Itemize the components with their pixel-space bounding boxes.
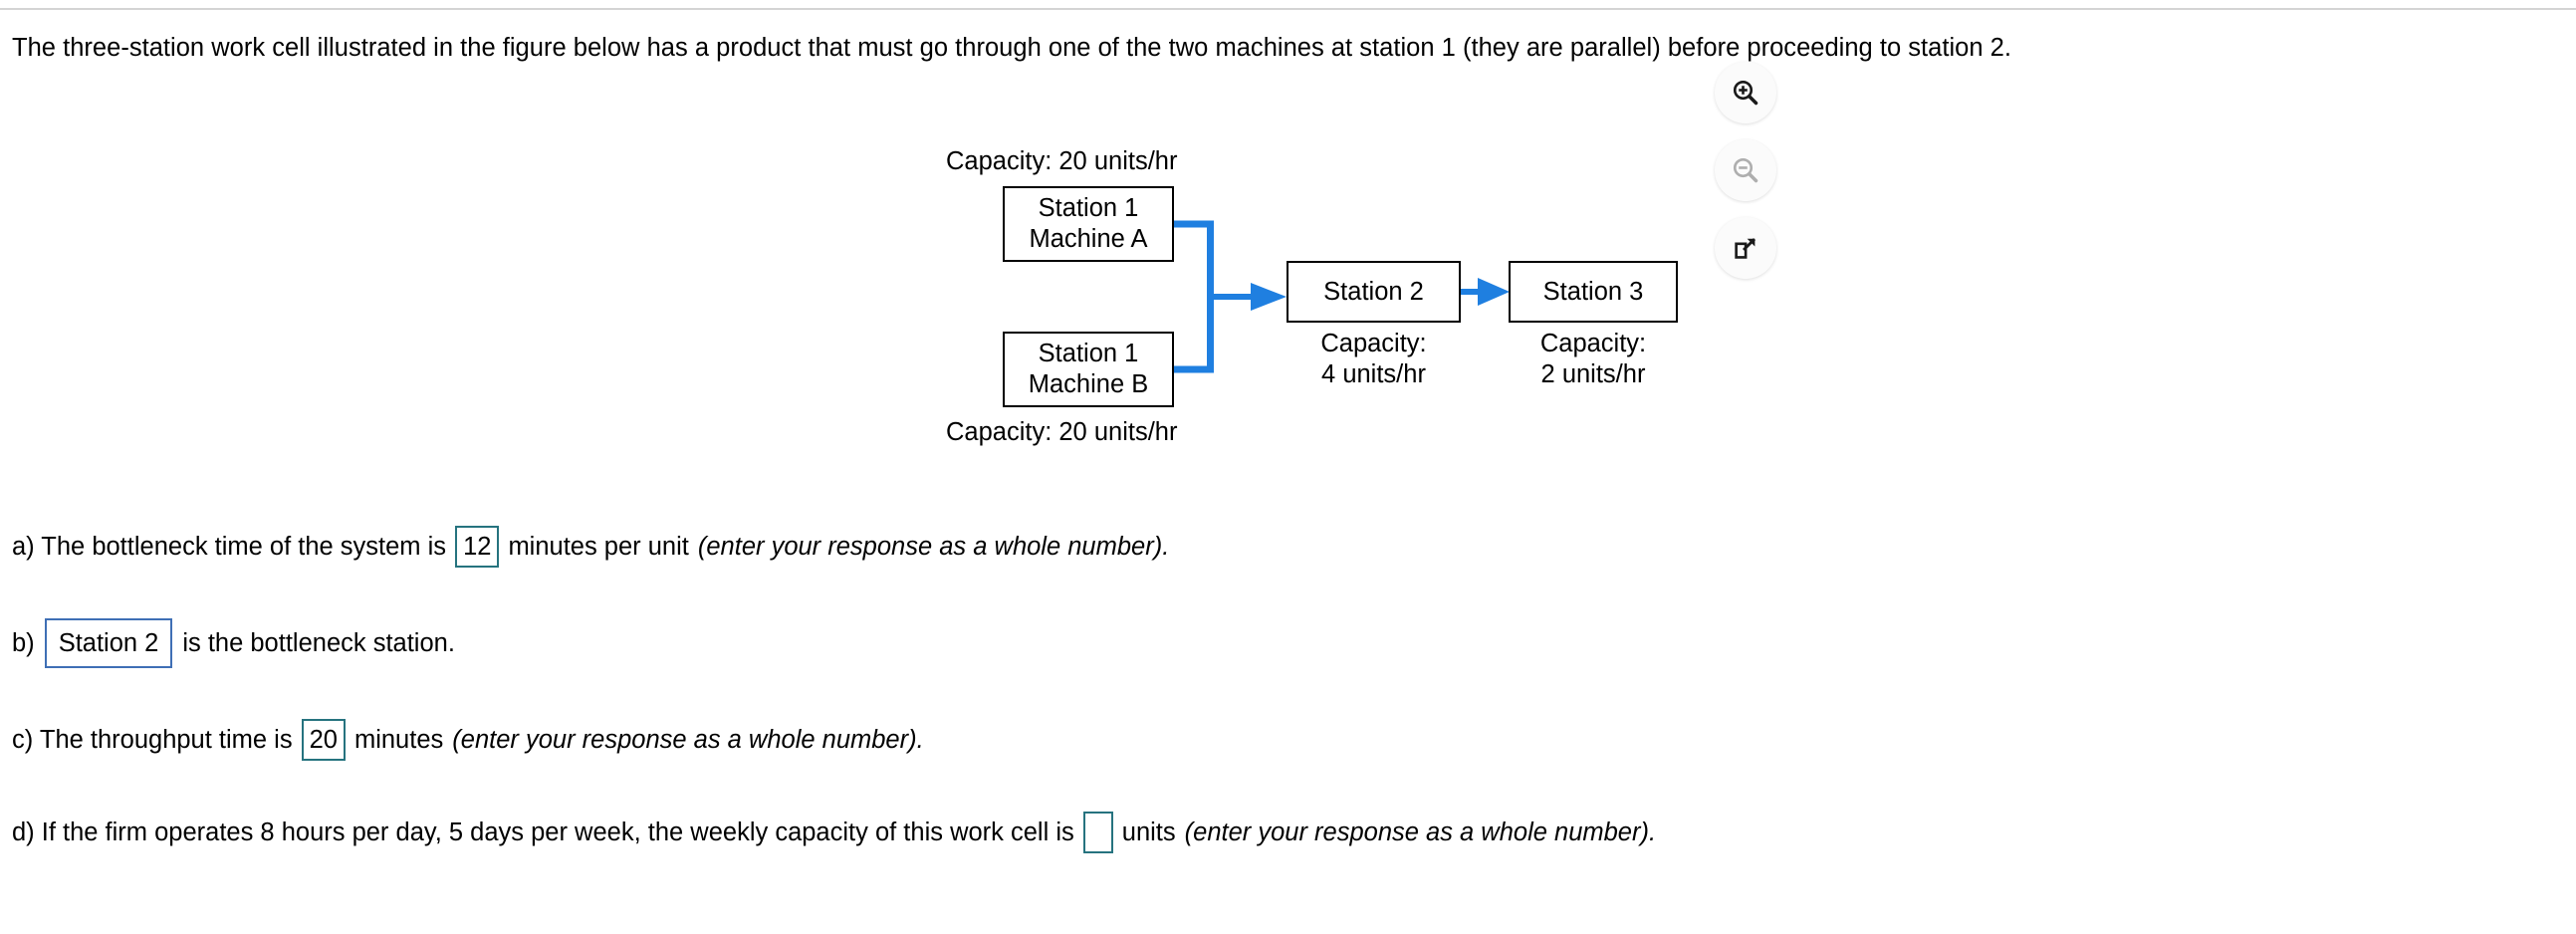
answer-a-prefix: a) The bottleneck time of the system is: [12, 533, 447, 561]
answer-d-middle: units: [1121, 818, 1176, 846]
capacity-line-2: 4 units/hr: [1321, 360, 1426, 388]
answer-a-hint: (enter your response as a whole number).: [697, 533, 1170, 561]
zoom-in-icon: [1731, 78, 1760, 108]
diagram-connectors: [1174, 220, 1510, 373]
answer-row-d: d) If the firm operates 8 hours per day,…: [12, 812, 1656, 853]
work-cell-diagram: Capacity: 20 units/hr Station 1 Machine …: [916, 129, 1693, 458]
capacity-line-2: 2 units/hr: [1540, 360, 1646, 388]
top-divider: [0, 8, 2576, 10]
answer-section: a) The bottleneck time of the system is …: [12, 526, 1656, 853]
diagram-box-station1-machine-a: Station 1 Machine A: [1003, 186, 1174, 262]
answer-d-hint: (enter your response as a whole number).: [1184, 818, 1657, 846]
box-line-2: Machine B: [1028, 370, 1149, 398]
zoom-in-button[interactable]: [1715, 62, 1776, 123]
answer-row-b: b) Station 2 is the bottleneck station.: [12, 618, 1656, 668]
answer-d-input[interactable]: [1082, 812, 1113, 853]
question-stem: The three-station work cell illustrated …: [12, 34, 2011, 62]
answer-row-a: a) The bottleneck time of the system is …: [12, 526, 1656, 568]
box-line-1: Station 1: [1038, 340, 1139, 367]
diagram-box-station3: Station 3: [1509, 261, 1678, 323]
open-in-new-window-icon: [1731, 233, 1760, 263]
box-line-1: Station 1: [1038, 194, 1139, 222]
answer-b-suffix: is the bottleneck station.: [182, 629, 455, 657]
answer-c-hint: (enter your response as a whole number).: [452, 726, 924, 754]
figure-toolbar: [1715, 62, 1780, 295]
answer-a-input[interactable]: 12: [455, 526, 500, 568]
capacity-label-machine-a: Capacity: 20 units/hr: [946, 147, 1178, 175]
diagram-box-station1-machine-b: Station 1 Machine B: [1003, 332, 1174, 407]
answer-b-dropdown[interactable]: Station 2: [44, 618, 173, 668]
capacity-line-1: Capacity:: [1539, 330, 1647, 357]
box-line-2: Machine A: [1029, 225, 1148, 253]
diagram-box-station2: Station 2: [1287, 261, 1461, 323]
capacity-line-1: Capacity:: [1320, 330, 1427, 357]
answer-b-prefix: b): [12, 629, 35, 657]
capacity-label-station2: Capacity: 4 units/hr: [1287, 329, 1461, 390]
box-line-1: Station 3: [1542, 277, 1644, 306]
answer-c-middle: minutes: [353, 726, 444, 754]
open-in-new-window-button[interactable]: [1715, 217, 1776, 279]
capacity-label-station3: Capacity: 2 units/hr: [1509, 329, 1678, 390]
box-line-1: Station 2: [1323, 277, 1424, 306]
answer-c-prefix: c) The throughput time is: [12, 726, 293, 754]
answer-d-prefix: d) If the firm operates 8 hours per day,…: [12, 818, 1074, 846]
zoom-out-button[interactable]: [1715, 139, 1776, 201]
answer-c-input[interactable]: 20: [301, 719, 346, 761]
capacity-label-machine-b: Capacity: 20 units/hr: [946, 418, 1178, 446]
answer-row-c: c) The throughput time is 20 minutes (en…: [12, 719, 1656, 761]
answer-a-middle: minutes per unit: [508, 533, 689, 561]
zoom-out-icon: [1731, 155, 1760, 185]
